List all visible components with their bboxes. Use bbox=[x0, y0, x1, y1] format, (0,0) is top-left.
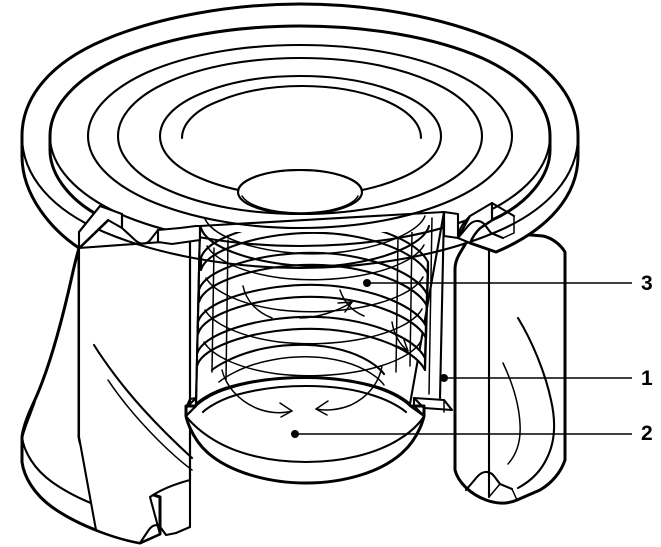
callout-leader-3 bbox=[363, 279, 632, 287]
section-arrow-mid bbox=[391, 321, 409, 352]
flange-section-step-right bbox=[456, 201, 516, 245]
callout-leader-2 bbox=[291, 430, 632, 438]
right-cutaway-wall bbox=[453, 230, 567, 505]
callout-label-3: 3 bbox=[641, 272, 653, 295]
callout-label-2: 2 bbox=[641, 422, 653, 445]
top-flange bbox=[20, 2, 580, 270]
section-arrow-upper bbox=[242, 285, 365, 319]
left-cutaway-wall bbox=[20, 238, 194, 545]
section-arrow-lower-left bbox=[221, 369, 293, 418]
callout-leaders bbox=[291, 279, 632, 438]
callout-leader-1 bbox=[440, 374, 632, 382]
callout-label-1: 1 bbox=[641, 367, 653, 390]
section-arrow-lower-right bbox=[315, 365, 383, 416]
